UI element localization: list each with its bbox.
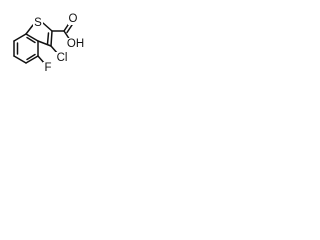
- chlorine-label-bg: [55, 52, 69, 64]
- bond-c7a-c7: [13, 33, 27, 42]
- structure-canvas: S F Cl O OH: [0, 0, 105, 106]
- sulfur-atom-label: S: [34, 17, 42, 29]
- oxygen-label-bg: [68, 13, 78, 25]
- bond-inner-c3a-c7a: [26, 36, 36, 44]
- bond-c3a-c7a: [25, 33, 39, 42]
- sulfur-label-bg: [33, 17, 43, 29]
- bond-c2-c3: [50, 30, 53, 47]
- bond-c2-c3-double: [46, 32, 50, 45]
- bond-c6-c5: [13, 55, 27, 64]
- oxygen-atom-label: O: [69, 13, 78, 25]
- bond-c7a-s1: [25, 24, 34, 35]
- bond-c3-c3a: [37, 40, 52, 47]
- molecule-drawing: S F Cl O OH: [13, 13, 84, 74]
- hydroxyl-group-label: OH: [67, 38, 84, 50]
- bond-c5-c4: [25, 55, 39, 64]
- bond-inner-c5-c4: [26, 53, 36, 61]
- fluorine-label-bg: [43, 62, 53, 74]
- fluorine-atom-label: F: [44, 62, 51, 74]
- chlorine-atom-label: Cl: [57, 52, 68, 64]
- hydroxyl-label-bg: [67, 38, 84, 50]
- bond-s1-c2: [42, 22, 53, 32]
